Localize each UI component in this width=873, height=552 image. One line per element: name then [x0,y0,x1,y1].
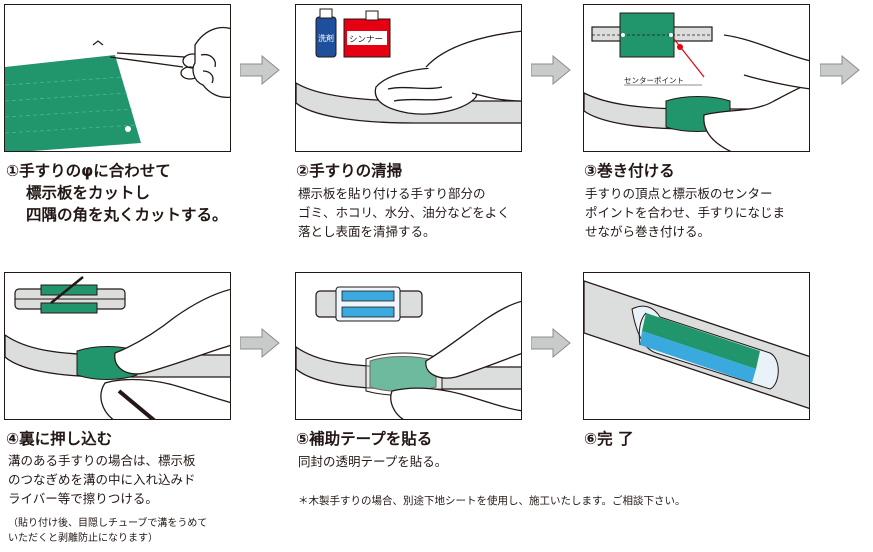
step2-illustration: 洗剤 シンナー [295,4,522,152]
step1-title-line3: 四隅の角を丸くカットする。 [26,206,228,224]
next-step-arrow-4 [240,328,280,358]
step5-title: ⑤補助テープを貼る [296,430,433,448]
step1-title: ①手すりのφに合わせて [6,162,171,180]
step4-note-line1: （貼り付け後、目隠しチューブで溝をうめて [8,518,208,529]
bottle-icon [315,8,337,58]
can-icon [343,10,391,58]
step6-illustration [583,272,810,420]
bottle1-label: 洗剤 [318,33,334,43]
center-point-label: センターポイント [624,76,684,85]
scissors-icon [109,52,204,80]
step3-title: ③巻き付ける [584,162,675,180]
step5-illustration [295,272,522,420]
step3-body-line2: ポイントを合わせ、手すりになじま [585,205,786,220]
step2-body-line2: ゴミ、ホコリ、水分、油分などをよく [298,205,510,220]
step1-title-line2: 標示板をカットし [26,184,151,202]
next-step-arrow-1 [240,55,280,85]
step2-body-line1: 標示板を貼り付ける手すり部分の [298,186,486,201]
step3-body-line3: せながら巻き付ける。 [585,224,711,239]
step4-body-line1: 溝のある手すりの場合は、標示板 [8,453,196,468]
next-step-arrow-3 [820,55,860,85]
step1-illustration [4,4,231,152]
green-sign-board [5,55,141,151]
step2-title: ②手すりの清掃 [296,162,403,180]
step4-body-line3: ライバー等で擦りつける。 [8,491,158,506]
hand-drawing [192,26,230,99]
wood-handrail-note: ＊木製手すりの場合、別途下地シートを使用し、施工いたします。ご相談下さい。 [298,495,686,507]
next-step-arrow-2 [531,55,571,85]
step3-illustration: センターポイント [583,4,810,152]
step6-title: ⑥完 了 [584,430,634,448]
step4-body-line2: のつなぎめを溝の中に入れ込みド [8,472,196,487]
step4-note-line2: いただくと剥離防止になります） [8,533,158,544]
step4-title: ④裏に押し込む [6,430,113,448]
step2-body-line3: 落とし表面を清掃する。 [298,224,436,239]
bottle2-label: シンナー [349,35,383,45]
step4-illustration [4,272,231,420]
step3-body-line1: 手すりの頂点と標示板のセンター [585,186,773,201]
hand-with-cloth [374,30,521,115]
next-step-arrow-5 [531,328,571,358]
step5-body-line1: 同封の透明テープを貼る。 [298,454,448,469]
